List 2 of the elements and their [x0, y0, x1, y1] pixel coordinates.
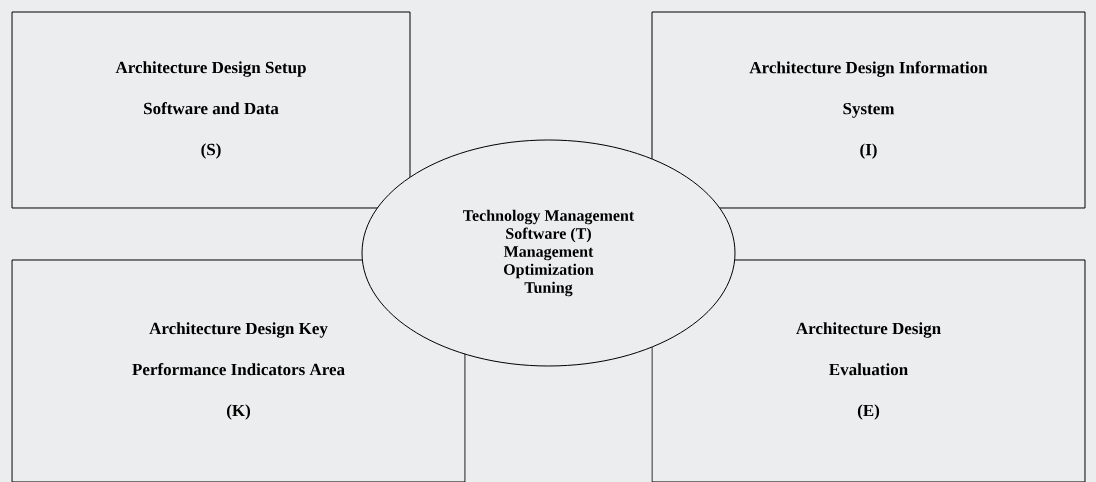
text-box: Architecture Design Setup Software and Data (S)	[11, 11, 411, 209]
text-box: Architecture Design Information System (I)	[651, 11, 1086, 209]
